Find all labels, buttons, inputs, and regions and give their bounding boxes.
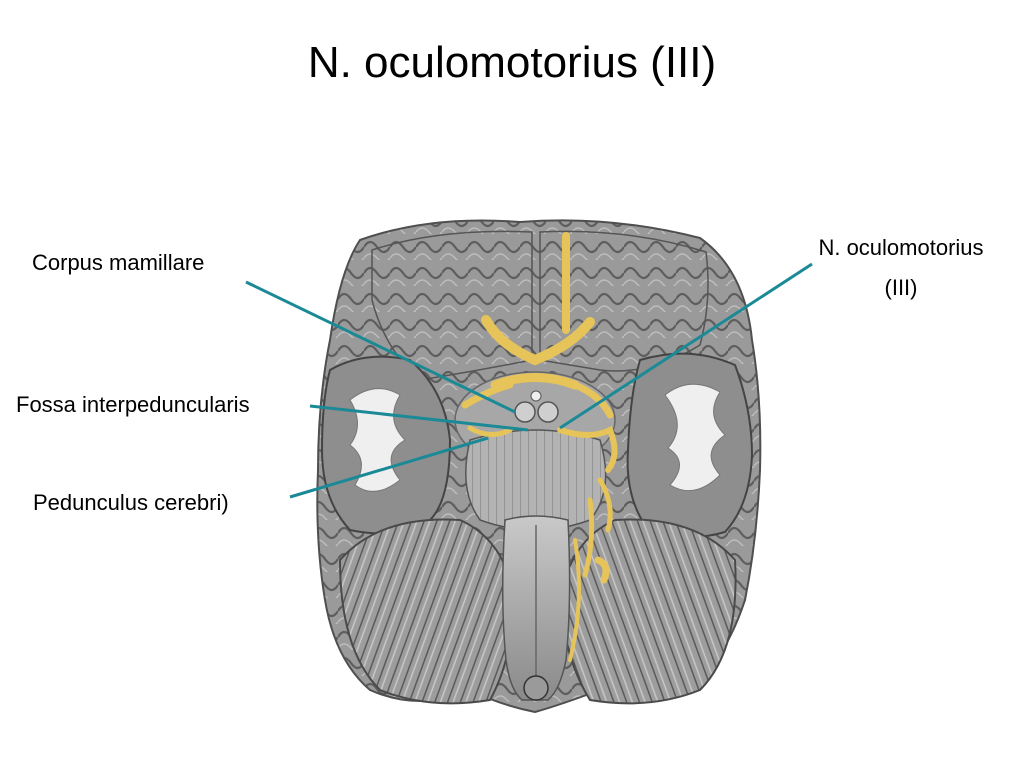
cerebellum-right [558,518,737,705]
mamillary-body-left [514,401,536,423]
label-oculomotor-nerve: N. oculomotorius (III) [798,228,1004,308]
label-corpus-mamillare: Corpus mamillare [32,250,205,275]
infundibulum [530,390,542,402]
leader-line-corpus-mamillare [245,280,516,414]
mamillary-body-right [537,401,559,423]
leader-lines [245,262,813,499]
label-fossa-interpeduncularis: Fossa interpeduncularis [16,392,250,417]
leader-line-fossa-interpeduncularis [309,404,529,432]
pons [465,429,607,531]
frontal-lobe-left [371,230,533,381]
leader-line-oculomotor-nerve [559,262,813,430]
leader-line-pedunculus-cerebri [289,436,489,499]
spinal-cord-section [523,675,549,701]
label-oculomotor-nerve-line1: N. oculomotorius [818,235,984,260]
cranial-nerves [461,232,618,662]
slide-title: N. oculomotorius (III) [307,38,717,87]
label-oculomotor-nerve-line2: (III) [884,275,918,300]
temporal-white-matter-right [664,383,726,492]
label-pedunculus-cerebri: Pedunculus cerebri) [33,490,229,515]
